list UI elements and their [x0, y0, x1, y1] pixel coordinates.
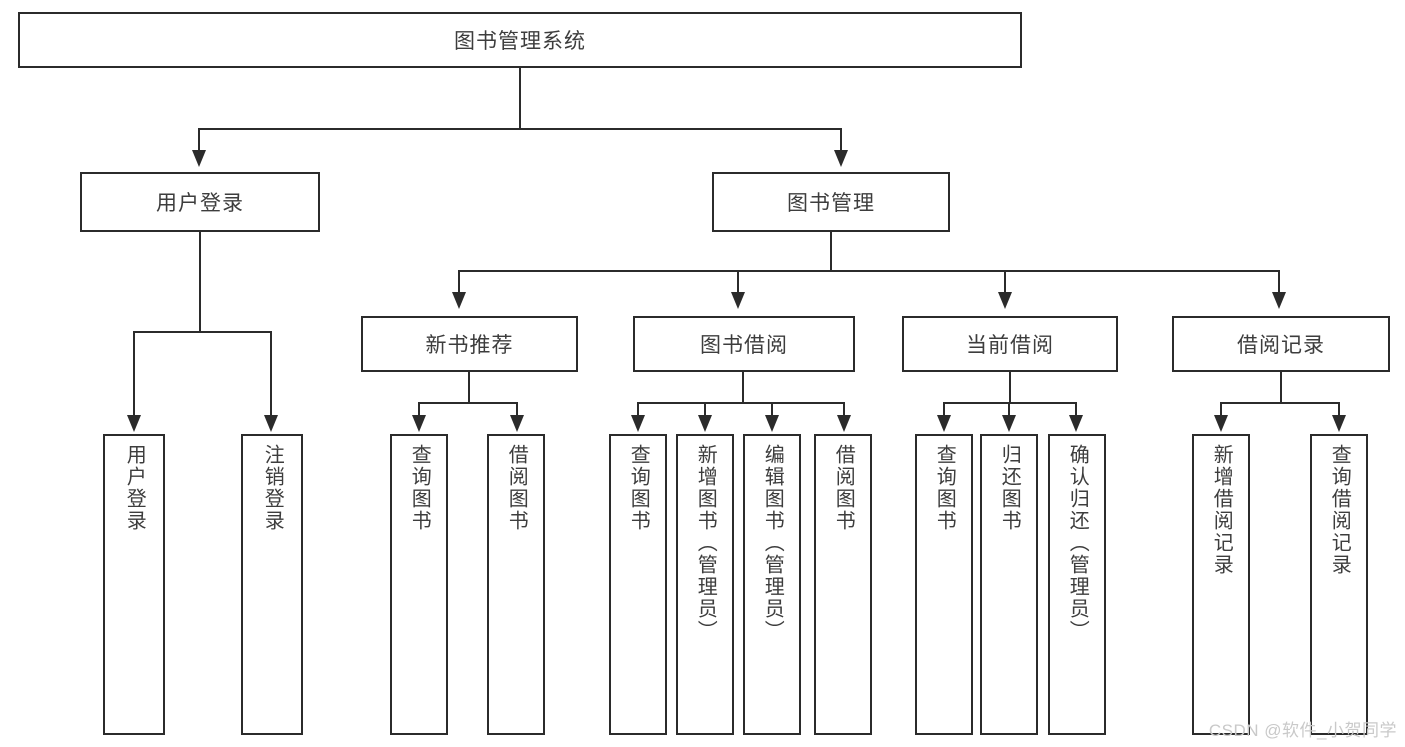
arrow-bm-to-borrow-record: [1272, 292, 1286, 309]
arrow-to-leaf-user-login: [127, 415, 141, 432]
leaf-query-book-borrow[interactable]: 查询图书: [609, 434, 667, 735]
leaf-confirm-return-admin[interactable]: 确认归还（管理员）: [1048, 434, 1106, 735]
leaf-user-login[interactable]: 用户登录: [103, 434, 165, 735]
connector-br-drop-2: [1338, 402, 1340, 415]
node-user-login[interactable]: 用户登录: [80, 172, 320, 232]
arrow-root-to-book-management: [834, 150, 848, 167]
connector-book-borrow-bar: [637, 402, 845, 404]
arrow-cb-to-query-book: [937, 415, 951, 432]
arrow-br-to-query-record: [1332, 415, 1346, 432]
connector-cb-drop-3: [1075, 402, 1077, 415]
connector-new-book-left-drop: [418, 402, 420, 415]
connector-root-stem: [519, 68, 521, 130]
node-book-borrow[interactable]: 图书借阅: [633, 316, 855, 372]
leaf-query-book-recommend[interactable]: 查询图书: [390, 434, 448, 735]
connector-borrow-record-bar: [1220, 402, 1340, 404]
connector-new-book-bar: [418, 402, 518, 404]
connector-cb-drop-2: [1008, 402, 1010, 415]
leaf-add-book-admin[interactable]: 新增图书（管理员）: [676, 434, 734, 735]
connector-cb-drop-1: [943, 402, 945, 415]
arrow-bb-to-edit-book: [765, 415, 779, 432]
watermark-text: CSDN @软件_小贺同学: [1208, 721, 1397, 740]
connector-book-management-stem: [830, 232, 832, 272]
node-root-book-management-system[interactable]: 图书管理系统: [18, 12, 1022, 68]
connector-user-login-bar: [133, 331, 272, 333]
leaf-borrow-book[interactable]: 借阅图书: [814, 434, 872, 735]
leaf-logout-login[interactable]: 注销登录: [241, 434, 303, 735]
leaf-edit-book-admin[interactable]: 编辑图书（管理员）: [743, 434, 801, 735]
leaf-query-book-current[interactable]: 查询图书: [915, 434, 973, 735]
arrow-to-leaf-logout: [264, 415, 278, 432]
leaf-borrow-book-recommend[interactable]: 借阅图书: [487, 434, 545, 735]
connector-bb-drop-1: [637, 402, 639, 415]
arrow-br-to-add-record: [1214, 415, 1228, 432]
connector-current-borrow-bar: [943, 402, 1077, 404]
arrow-bm-to-current-borrow: [998, 292, 1012, 309]
connector-root-bar: [198, 128, 842, 130]
connector-bm-to-book-borrow: [737, 270, 739, 292]
connector-new-book-stem: [468, 372, 470, 404]
connector-bm-to-current-borrow: [1004, 270, 1006, 292]
leaf-query-borrow-record[interactable]: 查询借阅记录: [1310, 434, 1368, 735]
connector-bb-drop-4: [843, 402, 845, 415]
connector-new-book-right-drop: [516, 402, 518, 415]
connector-user-login-left-drop: [133, 331, 135, 415]
node-borrow-record[interactable]: 借阅记录: [1172, 316, 1390, 372]
connector-user-login-right-drop: [270, 331, 272, 415]
arrow-bm-to-new-book: [452, 292, 466, 309]
arrow-bm-to-book-borrow: [731, 292, 745, 309]
connector-book-borrow-stem: [742, 372, 744, 404]
connector-bm-to-new-book: [458, 270, 460, 292]
arrow-new-book-to-borrow: [510, 415, 524, 432]
arrow-new-book-to-query: [412, 415, 426, 432]
connector-bb-drop-2: [704, 402, 706, 415]
node-current-borrow[interactable]: 当前借阅: [902, 316, 1118, 372]
arrow-bb-to-borrow-book: [837, 415, 851, 432]
connector-bb-drop-3: [771, 402, 773, 415]
connector-root-to-book-management: [840, 128, 842, 150]
leaf-return-book[interactable]: 归还图书: [980, 434, 1038, 735]
leaf-add-borrow-record[interactable]: 新增借阅记录: [1192, 434, 1250, 735]
arrow-cb-to-confirm-return: [1069, 415, 1083, 432]
connector-bm-to-borrow-record: [1278, 270, 1280, 292]
connector-current-borrow-stem: [1009, 372, 1011, 404]
connector-borrow-record-stem: [1280, 372, 1282, 404]
node-book-management[interactable]: 图书管理: [712, 172, 950, 232]
connector-book-management-bar: [458, 270, 1280, 272]
arrow-bb-to-query-book: [631, 415, 645, 432]
arrow-cb-to-return-book: [1002, 415, 1016, 432]
connector-br-drop-1: [1220, 402, 1222, 415]
arrow-bb-to-add-book: [698, 415, 712, 432]
connector-root-to-user-login: [198, 128, 200, 150]
arrow-root-to-user-login: [192, 150, 206, 167]
connector-user-login-stem: [199, 232, 201, 333]
node-new-book-recommend[interactable]: 新书推荐: [361, 316, 578, 372]
